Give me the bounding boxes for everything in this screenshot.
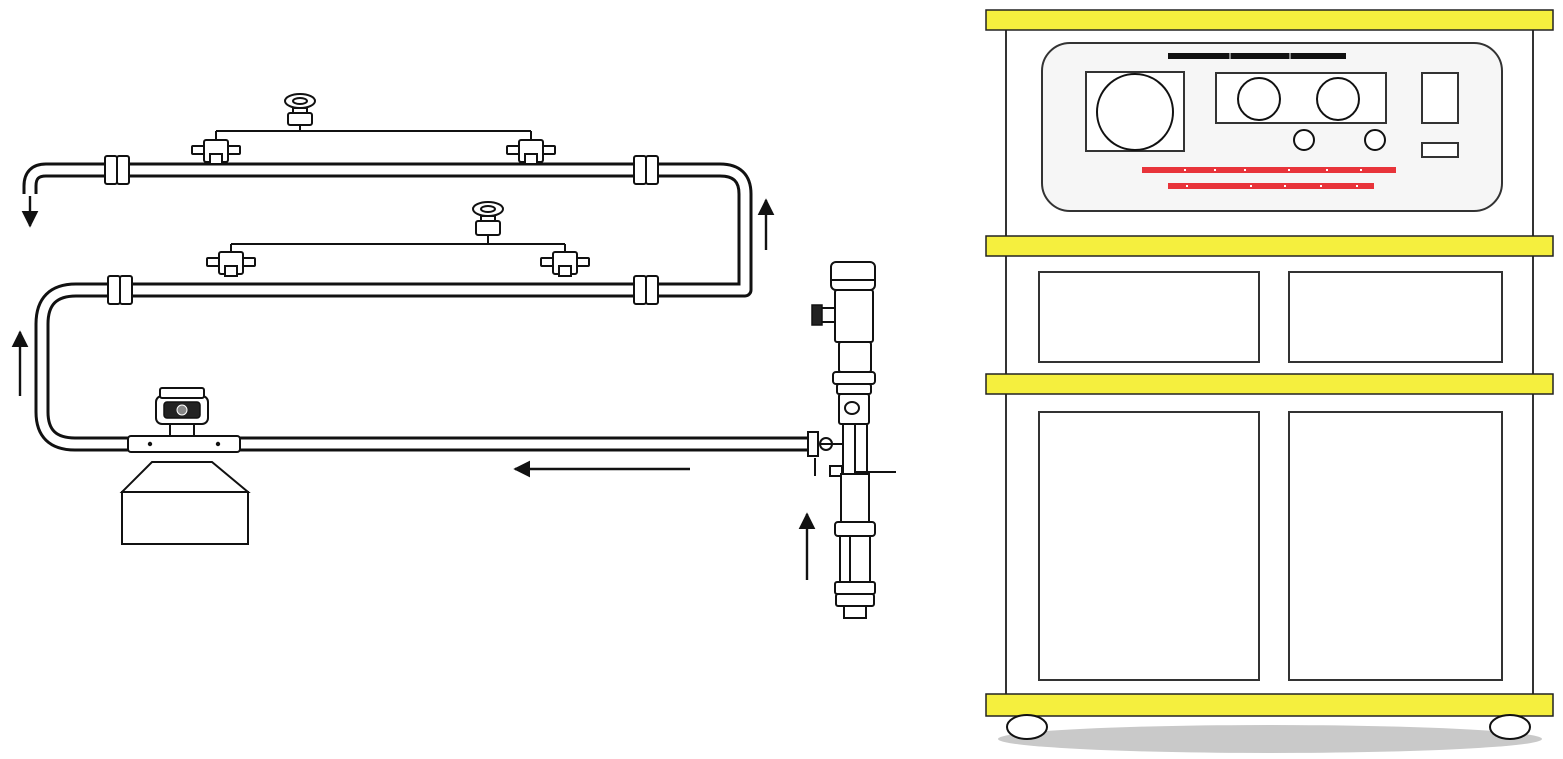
large-dial-icon <box>1096 73 1174 151</box>
flange-lower-left <box>107 275 133 305</box>
right-dial-icon <box>1316 77 1360 121</box>
shelf-upper <box>985 235 1554 257</box>
rocker-switch-icon <box>1421 72 1459 124</box>
indicator-bar-lower <box>1168 183 1374 189</box>
valve-right <box>540 251 590 277</box>
cabinet-shadow <box>998 725 1542 753</box>
valve-left <box>191 139 241 165</box>
shelf-middle <box>985 373 1554 395</box>
small-knob-left-icon <box>1293 129 1315 151</box>
valve-left <box>206 251 256 277</box>
sensor-and-tank <box>119 387 251 545</box>
shelf-base <box>985 693 1554 717</box>
door-lower-right <box>1288 411 1503 681</box>
panel-label-strip <box>1168 53 1346 59</box>
pump-assembly <box>807 261 896 619</box>
flange-joints <box>104 155 659 305</box>
caster-left-icon <box>1006 714 1048 740</box>
control-cabinet <box>985 9 1554 753</box>
indicator-bar-upper <box>1142 167 1396 173</box>
indicator-segments <box>1184 169 1362 187</box>
caster-right-icon <box>1489 714 1531 740</box>
flange-upper-right <box>633 155 659 185</box>
left-dial-icon <box>1237 77 1281 121</box>
small-knob-right-icon <box>1364 129 1386 151</box>
pump-connector-icon <box>811 304 823 326</box>
flow-arrows <box>11 196 816 580</box>
flange-lower-right <box>633 275 659 305</box>
door-upper-left <box>1038 271 1260 363</box>
pump-motor-top <box>830 261 876 291</box>
valve-right <box>506 139 556 165</box>
indicator-light-icon <box>1421 142 1459 158</box>
upper-valve-manifold <box>191 93 556 165</box>
sensor-coupling <box>127 435 241 453</box>
pipe-network <box>22 162 808 452</box>
tank-hood <box>119 461 251 493</box>
flange-upper-left <box>104 155 130 185</box>
shelf-top <box>985 9 1554 31</box>
lower-valve-manifold <box>206 201 590 277</box>
tank-body <box>121 491 249 545</box>
door-upper-right <box>1288 271 1503 363</box>
door-lower-left <box>1038 411 1260 681</box>
